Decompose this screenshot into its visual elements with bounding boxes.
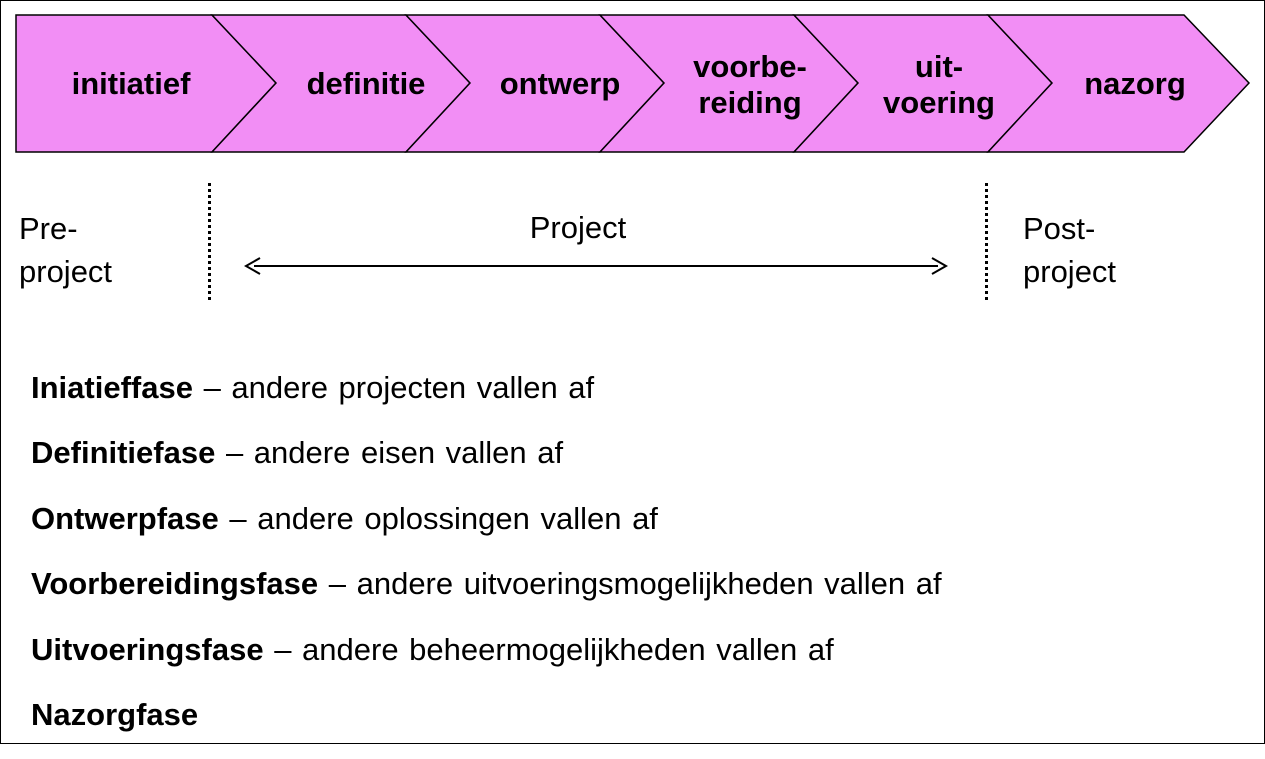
description-text: – andere eisen vallen af (215, 435, 564, 471)
list-item: Voorbereidingsfase – andere uitvoeringsm… (31, 563, 942, 628)
description-phase-name: Uitvoeringsfase (31, 631, 264, 667)
list-item: Iniatieffase – andere projecten vallen a… (31, 367, 942, 432)
phase-label-uitvoering: uit- voering (883, 49, 995, 120)
description-text: – andere oplossingen vallen af (218, 500, 658, 536)
phase-label-initiatief: initiatief (71, 66, 191, 101)
description-phase-name: Definitiefase (31, 435, 216, 471)
pre-project-divider (208, 183, 211, 300)
list-item: Definitiefase – andere eisen vallen af (31, 432, 942, 497)
description-phase-name: Nazorgfase (31, 696, 199, 732)
project-span-arrow (243, 257, 949, 275)
phase-label-nazorg: nazorg (1084, 66, 1186, 101)
description-text: – andere beheermogelijkheden vallen af (263, 631, 834, 667)
phase-description-list: Iniatieffase – andere projecten vallen a… (31, 367, 942, 759)
list-item: Ontwerpfase – andere oplossingen vallen … (31, 498, 942, 563)
project-label: Project (529, 210, 627, 245)
phase-label-voorbereiding: voorbe- reiding (693, 49, 807, 120)
description-text: – andere uitvoeringsmogelijkheden vallen… (318, 566, 942, 602)
post-project-label: Post- project (1023, 211, 1117, 289)
phase-chevron-nazorg (986, 14, 1251, 153)
description-phase-name: Voorbereidingsfase (31, 566, 319, 602)
description-text: – andere projecten vallen af (192, 370, 595, 405)
phase-label-definitie: definitie (306, 66, 426, 101)
pre-project-label: Pre- project (19, 211, 113, 289)
description-phase-name: Iniatieffase (31, 370, 193, 405)
description-phase-name: Ontwerpfase (31, 500, 219, 536)
phase-chevron-bar (15, 14, 1251, 153)
post-project-divider (985, 183, 988, 300)
list-item: Uitvoeringsfase – andere beheermogelijkh… (31, 629, 942, 694)
list-item: Nazorgfase (31, 694, 942, 759)
phase-label-ontwerp: ontwerp (499, 66, 621, 101)
